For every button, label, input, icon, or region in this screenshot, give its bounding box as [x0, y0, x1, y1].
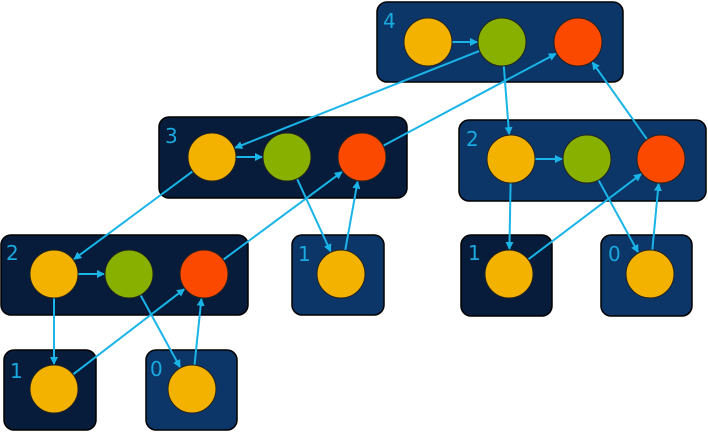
edge-n3-yellow-to-n2a-yellow — [73, 170, 194, 260]
n1b-yellow-node — [316, 249, 366, 299]
n2b-red-node — [636, 134, 686, 184]
edge-n2a-red-to-n3-red — [222, 171, 343, 261]
edge-n1c-yellow-to-n2b-red — [527, 173, 642, 261]
call-label-n1b: 1 — [298, 242, 311, 266]
call-label-n2a: 2 — [6, 241, 19, 265]
n3-green-node — [262, 132, 312, 182]
call-label-n1a: 1 — [10, 359, 23, 383]
n3-red-node — [337, 132, 387, 182]
edge-n2b-red-to-n4-red — [591, 61, 648, 140]
edge-n2b-green-to-n0b-yellow — [597, 179, 639, 253]
call-label-n4: 4 — [383, 9, 396, 33]
edge-n2b-yellow-to-n1c-yellow — [505, 182, 514, 250]
call-label-n0a: 0 — [150, 357, 163, 381]
n0b-yellow-node — [625, 249, 675, 299]
call-label-n0b: 0 — [608, 242, 621, 266]
n2a-red-node — [179, 249, 229, 299]
n2b-green-node — [562, 134, 612, 184]
edge-n4-green-to-n3-yellow — [234, 49, 481, 149]
n4-green-node — [477, 17, 527, 67]
edge-n4-green-to-n2b-yellow — [502, 65, 513, 136]
n2b-yellow-node — [486, 134, 536, 184]
edge-n0a-yellow-to-n2a-red — [193, 297, 205, 366]
nodes-layer — [29, 17, 686, 414]
n0a-yellow-node — [167, 364, 217, 414]
edge-n2a-green-to-n0a-yellow — [139, 294, 181, 368]
edge-n0b-yellow-to-n2b-red — [651, 182, 662, 251]
n4-red-node — [553, 17, 603, 67]
edge-n3-red-to-n4-red — [382, 52, 557, 147]
call-label-n3: 3 — [165, 124, 178, 148]
n2a-green-node — [104, 249, 154, 299]
call-label-n2b: 2 — [466, 127, 479, 151]
edge-n1a-yellow-to-n2a-red — [72, 288, 185, 376]
n4-yellow-node — [403, 17, 453, 67]
edge-n3-green-to-n1b-yellow — [296, 178, 332, 253]
n1a-yellow-node — [29, 364, 79, 414]
n3-yellow-node — [187, 132, 237, 182]
n2a-yellow-node — [29, 249, 79, 299]
edges-layer — [50, 38, 662, 376]
call-label-n1c: 1 — [468, 241, 481, 265]
edge-n1b-yellow-to-n3-red — [344, 180, 361, 251]
n1c-yellow-node — [484, 249, 534, 299]
